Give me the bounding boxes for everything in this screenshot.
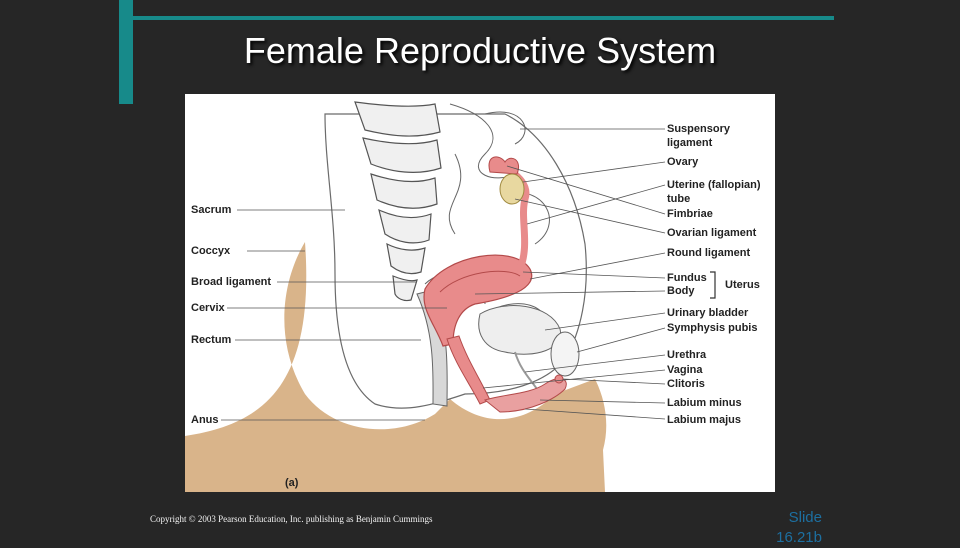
right-leader-lines: [474, 128, 666, 420]
label-broad-ligament: Broad ligament: [191, 276, 272, 288]
pelvic-cavity: [324, 113, 587, 409]
left-leader-lines: [221, 209, 447, 421]
copyright-text: Copyright © 2003 Pearson Education, Inc.…: [150, 514, 433, 524]
uterus: [423, 254, 533, 347]
label-fimbriae: Fimbriae: [667, 208, 713, 220]
panel-label: (a): [285, 477, 299, 489]
urethra: [514, 351, 538, 390]
label-symphysis-pubis: Symphysis pubis: [667, 322, 758, 334]
spine-vertebrae: [354, 101, 442, 302]
label-uterine-tube: Uterine (fallopian) tube: [667, 179, 761, 205]
label-urinary-bladder: Urinary bladder: [667, 307, 749, 319]
anatomy-figure: Sacrum Coccyx Broad ligament Cervix Rect…: [185, 94, 775, 492]
slide-title: Female Reproductive System: [243, 30, 717, 71]
ovary: [499, 173, 525, 205]
slide-number-line1: Slide: [788, 509, 822, 526]
uterine-cavity: [439, 270, 521, 293]
label-suspensory-ligament: Suspensory ligament: [667, 123, 730, 149]
label-clitoris: Clitoris: [667, 378, 705, 390]
label-rectum: Rectum: [191, 334, 232, 346]
slide-number-line2: 16.21b: [776, 529, 822, 546]
label-ovarian-ligament: Ovarian ligament: [667, 227, 757, 239]
label-ovary: Ovary: [667, 156, 699, 168]
label-cervix: Cervix: [191, 302, 225, 314]
label-uterus: Uterus: [725, 279, 760, 291]
label-anus: Anus: [191, 414, 219, 426]
skin-region: [185, 242, 607, 492]
label-labium-minus: Labium minus: [667, 397, 742, 409]
label-urethra: Urethra: [667, 349, 707, 361]
label-round-ligament: Round ligament: [667, 247, 751, 259]
label-sacrum: Sacrum: [191, 204, 232, 216]
accent-bar-horizontal: [133, 16, 834, 20]
label-vagina: Vagina: [667, 364, 703, 376]
label-labium-majus: Labium majus: [667, 414, 741, 426]
anatomy-illustration: [185, 101, 716, 492]
label-body: Body: [667, 285, 695, 297]
uterus-bracket: [710, 271, 716, 299]
fimbriae: [488, 156, 519, 175]
symphysis-pubis: [550, 331, 580, 377]
label-fundus: Fundus: [667, 272, 707, 284]
label-coccyx: Coccyx: [191, 245, 231, 257]
accent-bar-vertical: [119, 0, 133, 104]
clitoris: [554, 374, 564, 384]
labia: [483, 378, 567, 413]
slide-number: Slide 16.21b: [762, 508, 822, 548]
